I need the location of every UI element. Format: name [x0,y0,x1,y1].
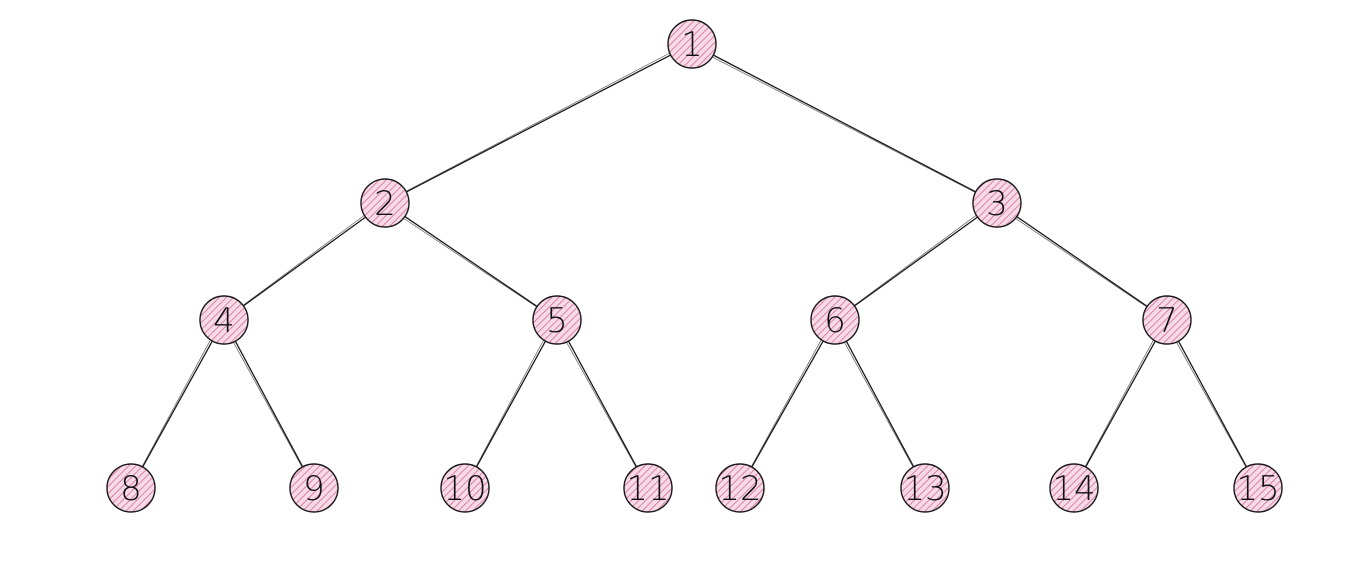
node-label: 6 [824,301,846,341]
node-label: 1 [681,25,703,65]
node-circle [532,295,582,345]
edge-2-5-stroke [402,217,538,308]
tree-node-11: 11 [623,463,673,513]
edge-1-3-stroke [711,56,977,194]
tree-edges [141,52,1248,469]
edge-2-5 [403,215,539,308]
node-circle [667,19,717,69]
edge-3-6-stroke [853,214,978,307]
node-label: 15 [1236,469,1279,509]
edge-7-15 [1177,339,1248,469]
node-label: 11 [626,469,669,509]
tree-node-5: 5 [532,295,582,345]
node-label: 5 [546,301,568,341]
edge-2-4 [242,215,367,308]
edge-7-14-stroke [1084,338,1155,468]
node-label: 3 [986,184,1008,224]
node-circle [810,295,860,345]
edge-7-14 [1084,339,1157,469]
tree-node-3: 3 [972,178,1022,228]
node-label: 9 [303,469,325,509]
tree-node-6: 6 [810,295,860,345]
edge-6-13 [845,339,915,469]
tree-node-9: 9 [289,463,339,513]
edge-1-2 [405,54,672,193]
node-circle [1233,463,1283,513]
edge-5-10-stroke [475,338,545,468]
edge-4-8 [141,339,214,469]
edge-6-13-stroke [843,341,914,469]
tree-node-12: 12 [715,463,765,513]
tree-node-2: 2 [360,178,410,228]
tree-node-14: 14 [1049,463,1099,513]
node-label: 2 [374,184,396,224]
tree-node-13: 13 [900,463,950,513]
node-circle [360,178,410,228]
node-circle [900,463,950,513]
tree-node-10: 10 [440,463,490,513]
node-label: 10 [443,469,486,509]
edge-5-11 [567,339,638,469]
edge-3-6 [853,215,979,308]
node-circle [623,463,673,513]
node-circle [1049,463,1099,513]
node-label: 4 [213,301,235,341]
edge-3-7 [1015,215,1149,308]
node-circle [289,463,339,513]
edge-5-10 [475,339,547,469]
edge-4-8-stroke [141,338,212,468]
edge-3-7-stroke [1014,217,1148,308]
node-label: 13 [903,469,946,509]
edge-4-9 [234,339,304,469]
node-label: 14 [1052,469,1095,509]
node-label: 8 [120,469,142,509]
edge-1-3 [712,54,977,193]
node-circle [972,178,1022,228]
edge-6-12 [750,339,825,469]
tree-node-8: 8 [106,463,156,513]
node-circle [106,463,156,513]
node-circle [440,463,490,513]
edge-5-11-stroke [565,341,637,469]
node-circle [199,295,249,345]
tree-node-1: 1 [667,19,717,69]
node-circle [1142,295,1192,345]
node-label: 7 [1156,301,1178,341]
edge-1-2-stroke [404,52,671,193]
tree-node-15: 15 [1233,463,1283,513]
edge-6-12-stroke [750,338,823,468]
node-label: 12 [718,469,761,509]
edge-7-15-stroke [1175,341,1247,469]
tree-node-4: 4 [199,295,249,345]
edge-2-4-stroke [242,214,366,307]
edge-4-9-stroke [232,341,303,469]
node-circle [715,463,765,513]
tree-node-7: 7 [1142,295,1192,345]
